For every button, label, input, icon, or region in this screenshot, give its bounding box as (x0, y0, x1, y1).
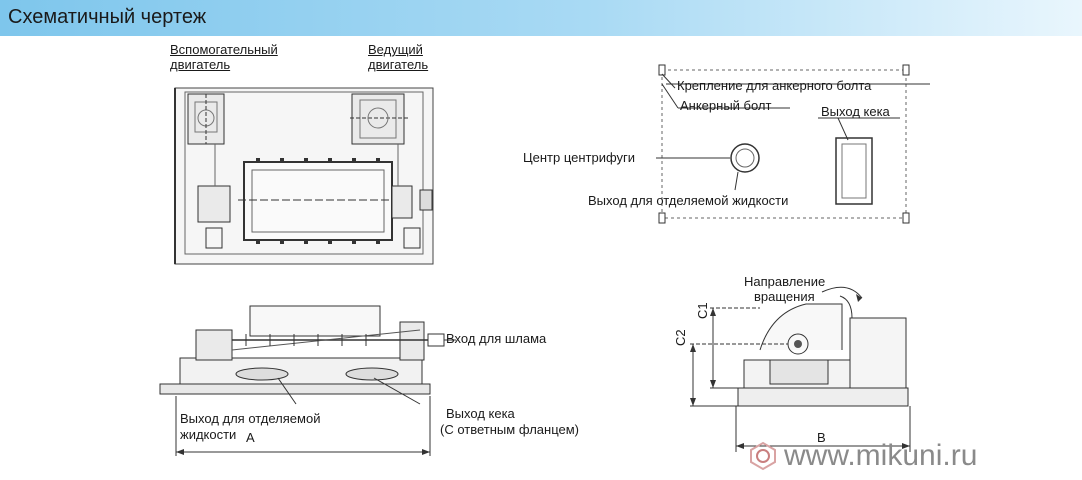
website-url[interactable]: www.mikuni.ru (784, 439, 978, 472)
side-view-drawing (159, 305, 456, 456)
centrifuge-center-label: Центр центрифуги (523, 150, 636, 165)
top-view-drawing (174, 87, 434, 265)
side-liquid-outlet-line1: Выход для отделяемой (180, 411, 321, 426)
header-bar: Схематичный чертеж (0, 0, 1082, 36)
dimension-c1-label: C1 (695, 302, 710, 319)
page-title: Схематичный чертеж (8, 6, 207, 28)
main-motor-label-line1: Ведущий (368, 42, 423, 57)
end-view-drawing (690, 286, 911, 452)
main-motor-label-line2: двигатель (368, 57, 429, 72)
anchor-mount-label: Крепление для анкерного болта (677, 78, 872, 93)
rotation-label-line2: вращения (754, 289, 815, 304)
website-footer: www.mikuni.ru (748, 436, 977, 476)
mikuni-logo-icon (750, 441, 776, 471)
dimension-c2-label: C2 (673, 329, 688, 346)
cake-outlet-label: Выход кека (821, 104, 890, 119)
anchor-plan-drawing (656, 64, 930, 224)
slurry-inlet-label: Вход для шлама (446, 331, 547, 346)
anchor-bolt-label: Анкерный болт (680, 98, 772, 113)
aux-motor-label-line2: двигатель (170, 57, 231, 72)
side-liquid-outlet-line2: жидкости (180, 427, 237, 442)
aux-motor-label-line1: Вспомогательный (170, 42, 278, 57)
dimension-a-label: A (246, 430, 255, 445)
side-cake-outlet-line2: (С ответным фланцем) (440, 422, 580, 437)
liquid-outlet-label: Выход для отделяемой жидкости (588, 193, 789, 208)
dimension-b-label: B (817, 430, 826, 445)
side-cake-outlet-line1: Выход кека (446, 406, 515, 421)
rotation-label-line1: Направление (744, 274, 826, 289)
